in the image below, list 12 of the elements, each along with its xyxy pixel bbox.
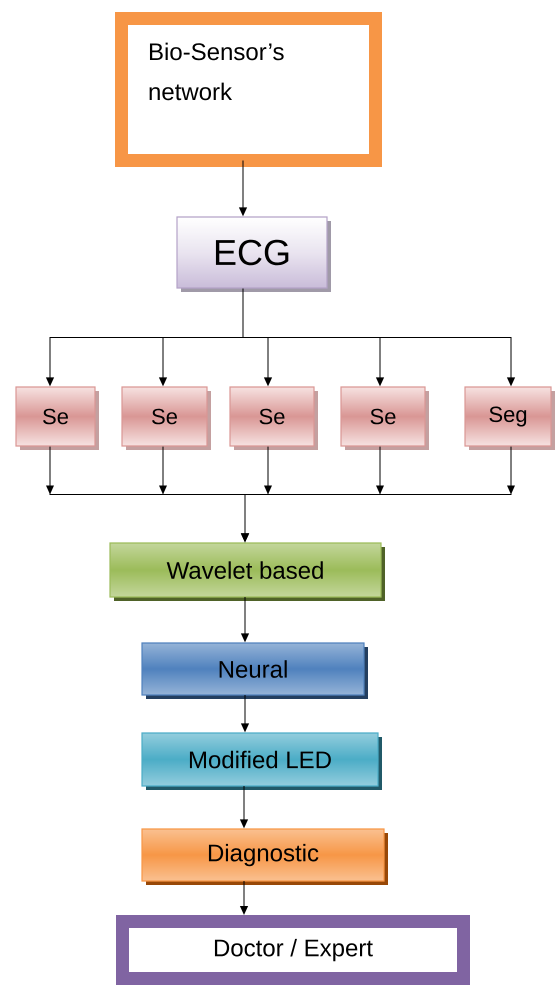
segment-box: Se (15, 386, 99, 450)
segment-box: Seg (464, 386, 555, 450)
process-box: Modified LED (141, 732, 382, 790)
source-box: Bio-Sensor’s network (115, 12, 382, 167)
ecg-box: ECG (176, 216, 331, 292)
process-box: Neural (141, 642, 368, 699)
process-box: Wavelet based (109, 542, 385, 601)
output-box: Doctor / Expert (116, 915, 470, 985)
segment-box: Se (229, 386, 318, 450)
segment-box: Se (340, 386, 429, 450)
process-box: Diagnostic (141, 828, 388, 885)
segment-box: Se (121, 386, 211, 450)
